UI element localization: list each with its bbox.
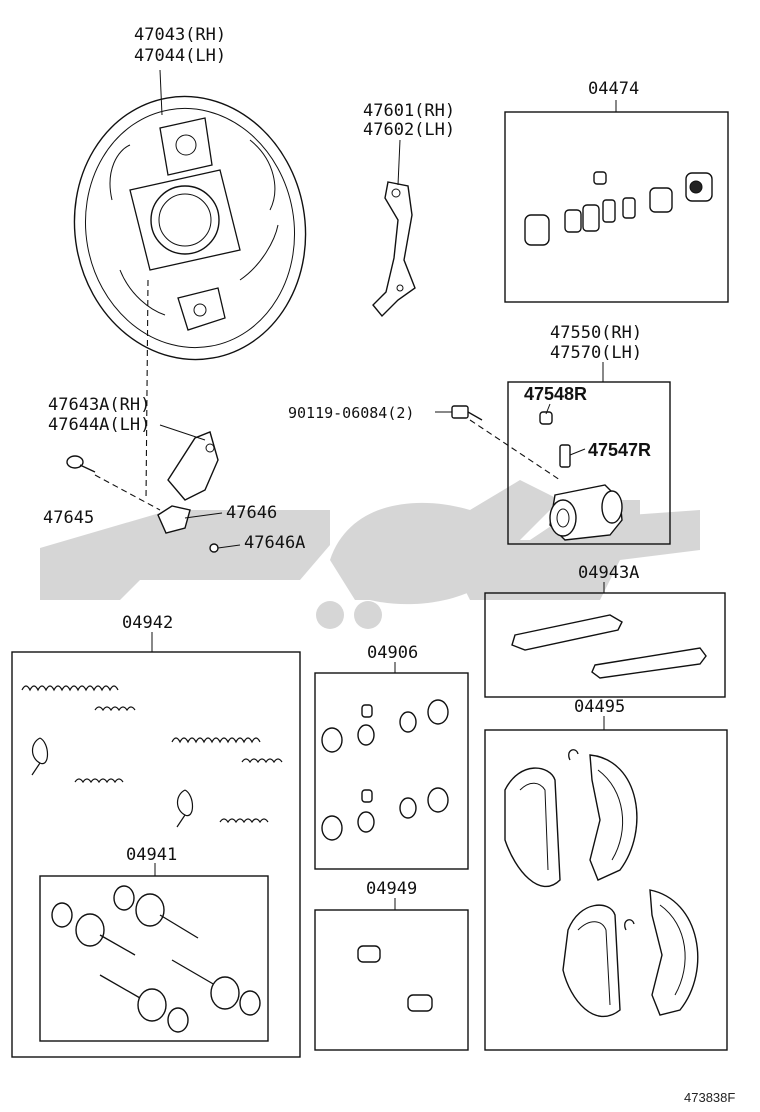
label-backing-plate-lh: 47044(LH): [134, 46, 226, 66]
label-wheel-cylinder-lh: 47570(LH): [550, 343, 642, 363]
label-backing-plate-rh: 47043(RH): [134, 25, 226, 45]
leader-dash: [145, 279, 149, 501]
leader-dash-bolt: [469, 419, 561, 481]
label-wheel-cylinder-rh: 47550(RH): [550, 323, 642, 343]
label-boot-kit: 04949: [366, 879, 417, 899]
bolt-drawing: [451, 405, 483, 421]
label-cup-kit: 04906: [367, 643, 418, 663]
wheel-cylinder-box: [507, 381, 671, 545]
cylinder-kit-parts: [524, 171, 713, 246]
spring-kit-springs: [21, 685, 283, 828]
hold-down-kit-parts: [51, 885, 261, 1033]
label-cylinder-kit: 04474: [588, 79, 639, 99]
parking-lever-drawing: [372, 181, 416, 318]
brake-shoes-drawing: [504, 749, 699, 1017]
label-spring-kit: 04942: [122, 613, 173, 633]
label-bolt: 90119-06084(2): [288, 404, 414, 422]
cup-kit-parts: [321, 699, 449, 841]
label-hold-down-kit: 04941: [126, 845, 177, 865]
label-lever-rh: 47601(RH): [363, 101, 455, 121]
boot-kit-parts: [357, 945, 433, 1012]
label-pin: 47645: [43, 508, 94, 528]
shoe-set-box: [484, 729, 728, 1051]
label-adjuster-lever-lh: 47644A(LH): [48, 415, 150, 435]
strut-set-parts: [511, 614, 707, 679]
cup-kit-box: [314, 672, 469, 870]
label-cap: 47548R: [524, 384, 587, 404]
leader-dash-pin: [94, 474, 161, 511]
adjuster-spring-drawing: [157, 505, 219, 553]
adjuster-lever-drawing: [167, 431, 219, 501]
label-adjuster-lever-rh: 47643A(RH): [48, 395, 150, 415]
diagram-id: 473838F: [684, 1090, 735, 1105]
label-shoe-set: 04495: [574, 697, 625, 717]
boot-kit-box: [314, 909, 469, 1051]
strut-set-box: [484, 592, 726, 698]
pin-drawing: [66, 455, 96, 473]
label-strut-set: 04943A: [578, 563, 639, 583]
cylinder-kit-box: [504, 111, 729, 303]
backing-plate-drawing: [73, 95, 307, 361]
wheel-cylinder-drawing: [539, 411, 623, 541]
label-adjuster-spring: 47646: [226, 503, 277, 523]
label-washer: 47646A: [244, 533, 305, 553]
label-bleeder: 47547R: [588, 440, 651, 460]
spring-kit-box: [11, 651, 301, 1058]
leader-lines: [151, 69, 617, 910]
hold-down-kit-box: [39, 875, 269, 1042]
label-lever-lh: 47602(LH): [363, 120, 455, 140]
